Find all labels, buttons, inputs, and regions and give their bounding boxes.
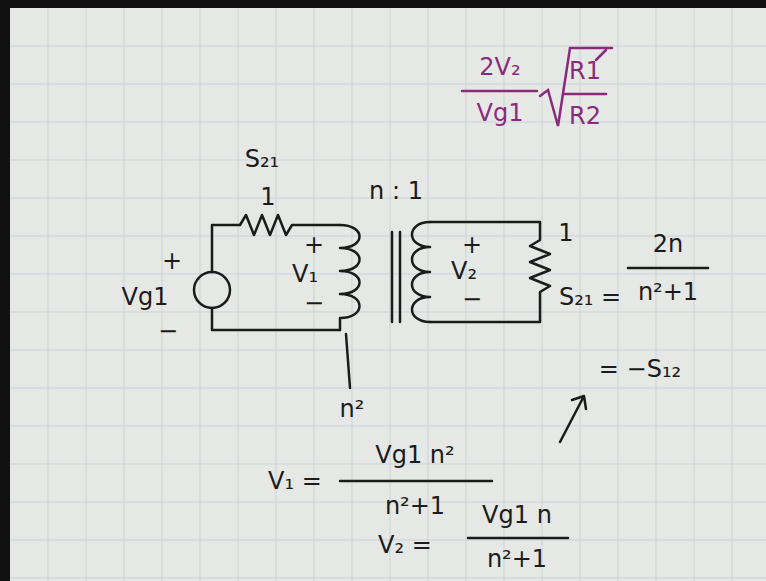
polarity-mark: − — [158, 318, 178, 346]
source-name: Vg1 — [122, 284, 169, 312]
voltage-name: V₁ — [292, 261, 318, 289]
frame-band — [0, 0, 10, 581]
impedance-note: n² — [340, 396, 365, 424]
fraction-bar — [468, 537, 568, 540]
polarity-mark: + — [462, 232, 482, 260]
formula-term: 2n — [653, 231, 683, 259]
formula-term: Vg1 n² — [375, 442, 454, 470]
formula-term: n²+1 — [385, 493, 445, 521]
pointer-arrow — [560, 396, 586, 442]
paper-grid — [10, 8, 766, 581]
formula-term: R1 — [569, 58, 601, 86]
formula-term: R2 — [569, 103, 601, 131]
resistor-symbol — [240, 215, 340, 235]
polarity-mark: − — [462, 286, 482, 314]
resistor-value: 1 — [558, 220, 573, 248]
formula-term: = −S₁₂ — [599, 356, 681, 384]
fraction-bar — [628, 267, 708, 270]
turns-ratio: n : 1 — [369, 178, 423, 206]
fraction-bar — [340, 480, 492, 483]
heading-symbol: S₂₁ — [245, 146, 279, 174]
formula-term: V₂ = — [378, 532, 432, 560]
core-line — [399, 232, 402, 322]
formula-term: n²+1 — [638, 279, 698, 307]
formula-term: n²+1 — [487, 546, 547, 574]
polarity-mark: + — [304, 232, 324, 260]
formula-term: 2V₂ — [479, 54, 520, 82]
load-resistor — [430, 222, 550, 322]
circuit-wires — [194, 215, 708, 538]
formula-term: V₁ = — [268, 468, 322, 496]
polarity-mark: + — [162, 248, 182, 276]
resistor-value: 1 — [260, 184, 275, 212]
formula-term: S₂₁ = — [559, 284, 621, 312]
frame-band — [0, 0, 766, 8]
primary-coil — [340, 225, 360, 330]
leader-line — [346, 334, 350, 388]
secondary-coil — [412, 222, 430, 322]
core-line — [391, 232, 394, 322]
formula-term: Vg1 — [477, 100, 524, 128]
formula-term: Vg1 n — [482, 502, 552, 530]
voltage-name: V₂ — [451, 258, 477, 286]
polarity-mark: − — [304, 290, 324, 318]
voltage-source — [194, 272, 230, 308]
